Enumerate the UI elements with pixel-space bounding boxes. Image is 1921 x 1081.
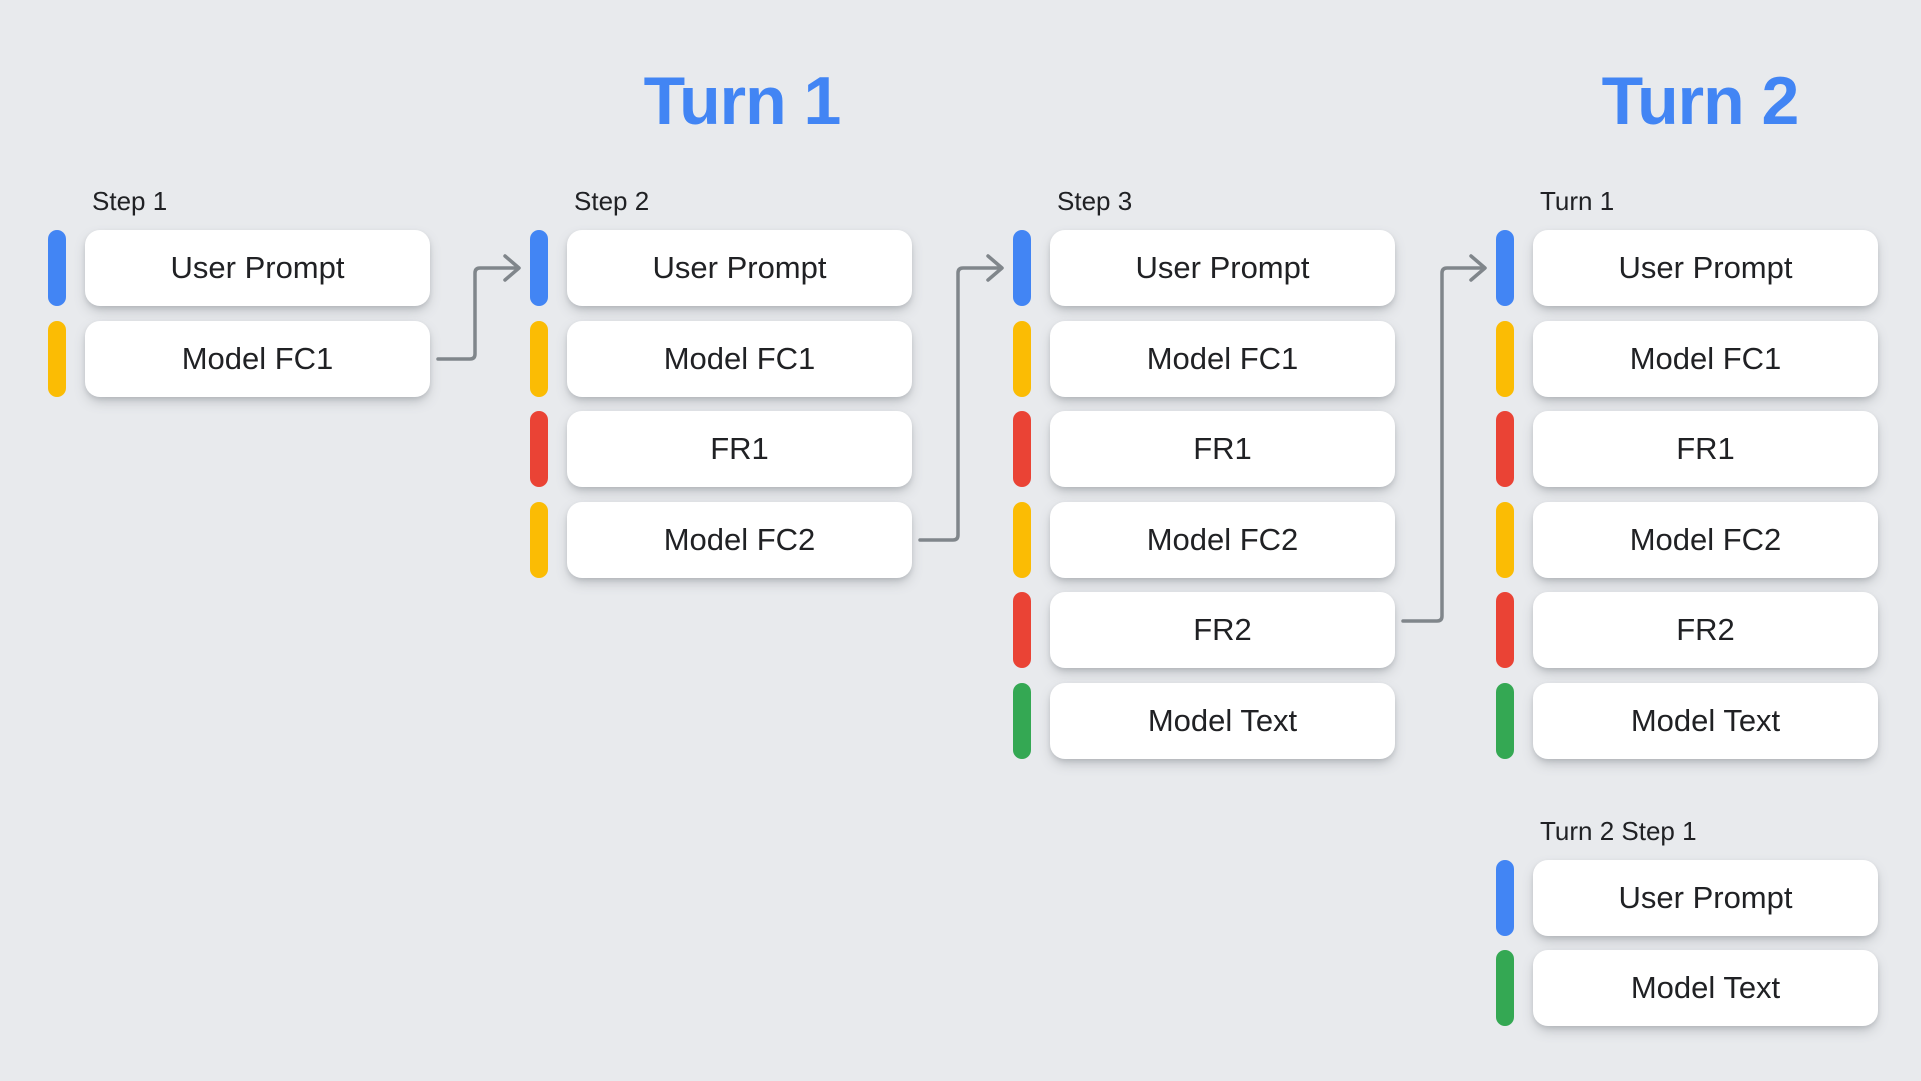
model-fc-color-bar [1496, 321, 1514, 397]
user-prompt-box: User Prompt [1533, 230, 1878, 306]
user-prompt-color-bar [48, 230, 66, 306]
model-fc2-row: Model FC2 [1013, 502, 1397, 578]
step-3-column: Step 3 User Prompt Model FC1 FR1 Model F… [1013, 0, 1397, 1081]
model-fc1-row: Model FC1 [530, 321, 914, 397]
fr2-row: FR2 [1013, 592, 1397, 668]
user-prompt-box: User Prompt [85, 230, 430, 306]
user-prompt-row: User Prompt [530, 230, 914, 306]
model-text-row: Model Text [1496, 950, 1880, 1026]
fr1-box: FR1 [567, 411, 912, 487]
function-response-color-bar [530, 411, 548, 487]
model-fc2-box: Model FC2 [1533, 502, 1878, 578]
function-response-color-bar [1013, 411, 1031, 487]
user-prompt-box: User Prompt [1533, 860, 1878, 936]
fr1-row: FR1 [1496, 411, 1880, 487]
column-label: Step 1 [92, 186, 168, 216]
model-text-row: Model Text [1496, 683, 1880, 759]
model-fc-color-bar [530, 502, 548, 578]
model-fc2-row: Model FC2 [1496, 502, 1880, 578]
fr1-box: FR1 [1533, 411, 1878, 487]
user-prompt-box: User Prompt [567, 230, 912, 306]
model-fc-color-bar [1013, 321, 1031, 397]
model-fc2-box: Model FC2 [1050, 502, 1395, 578]
turn-2-title: Turn 2 [1601, 63, 1800, 139]
model-fc1-row: Model FC1 [48, 321, 432, 397]
flow-arrow-step1-to-step2 [436, 254, 521, 361]
fr2-box: FR2 [1533, 592, 1878, 668]
model-text-color-bar [1496, 683, 1514, 759]
model-text-row: Model Text [1013, 683, 1397, 759]
model-fc-color-bar [530, 321, 548, 397]
user-prompt-color-bar [530, 230, 548, 306]
model-fc-color-bar [1496, 502, 1514, 578]
flow-arrow-step3-to-turn1 [1401, 254, 1487, 623]
model-text-color-bar [1496, 950, 1514, 1026]
turn-2-step-1-column: Turn 2 Step 1 User Prompt Model Text [1496, 0, 1880, 1081]
model-fc-color-bar [48, 321, 66, 397]
turn-1-title: Turn 1 [643, 63, 842, 139]
model-fc1-row: Model FC1 [1013, 321, 1397, 397]
column-label: Step 3 [1057, 186, 1133, 216]
fr2-box: FR2 [1050, 592, 1395, 668]
column-label: Turn 1 [1540, 186, 1615, 216]
function-response-color-bar [1013, 592, 1031, 668]
function-response-color-bar [1496, 411, 1514, 487]
model-fc1-box: Model FC1 [1050, 321, 1395, 397]
function-response-color-bar [1496, 592, 1514, 668]
user-prompt-row: User Prompt [48, 230, 432, 306]
fr1-row: FR1 [530, 411, 914, 487]
fr2-row: FR2 [1496, 592, 1880, 668]
model-fc1-box: Model FC1 [567, 321, 912, 397]
model-fc-color-bar [1013, 502, 1031, 578]
turn-1-history-column: Turn 1 User Prompt Model FC1 FR1 Model F… [1496, 0, 1880, 1081]
step-1-column: Step 1 User Prompt Model FC1 [48, 0, 432, 1081]
model-text-box: Model Text [1050, 683, 1395, 759]
user-prompt-row: User Prompt [1496, 230, 1880, 306]
model-fc2-row: Model FC2 [530, 502, 914, 578]
model-text-box: Model Text [1533, 950, 1878, 1026]
model-fc2-box: Model FC2 [567, 502, 912, 578]
model-text-color-bar [1013, 683, 1031, 759]
user-prompt-color-bar [1496, 230, 1514, 306]
user-prompt-box: User Prompt [1050, 230, 1395, 306]
fr1-box: FR1 [1050, 411, 1395, 487]
step-2-column: Step 2 User Prompt Model FC1 FR1 Model F… [530, 0, 914, 1081]
user-prompt-color-bar [1013, 230, 1031, 306]
model-fc1-box: Model FC1 [85, 321, 430, 397]
column-label: Turn 2 Step 1 [1540, 816, 1697, 846]
fr1-row: FR1 [1013, 411, 1397, 487]
column-label: Step 2 [574, 186, 650, 216]
model-fc1-row: Model FC1 [1496, 321, 1880, 397]
model-text-box: Model Text [1533, 683, 1878, 759]
flow-arrow-step2-to-step3 [918, 254, 1004, 542]
user-prompt-row: User Prompt [1496, 860, 1880, 936]
user-prompt-color-bar [1496, 860, 1514, 936]
model-fc1-box: Model FC1 [1533, 321, 1878, 397]
user-prompt-row: User Prompt [1013, 230, 1397, 306]
